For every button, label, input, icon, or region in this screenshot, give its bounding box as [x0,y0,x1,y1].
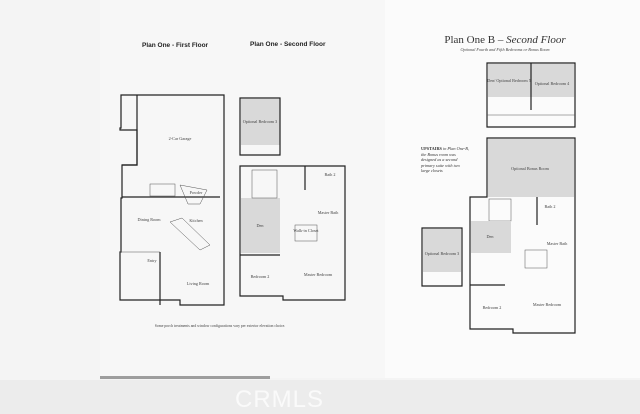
room-label: Bath 2 [324,172,335,177]
title-main: Plan One B – [444,34,507,46]
plan-one-b-title: Plan One B – Second Floor [440,34,570,46]
second-floor-title: Plan One - Second Floor [250,41,326,48]
room-label: Den/ Optional Bedroom 5 [487,78,531,83]
room-label: Bath 2 [544,204,555,209]
second-floor-plan: Optional Bedroom 3 Bath 2 Den Master Bat… [239,97,346,301]
left-page [100,0,385,378]
upstairs-heading: UPSTAIRS [421,146,442,151]
first-floor-title: Plan One - First Floor [142,42,209,49]
first-floor-plan: 2-Car Garage Powder Dining Room Kitchen … [119,94,225,306]
room-label: Dining Room [138,217,162,222]
room-label: Optional Bedroom 4 [535,81,570,86]
upstairs-note: UPSTAIRS in Plan One-B, the Bonus room w… [421,146,469,174]
room-label: Living Room [187,281,210,286]
room-label: Walk-in Closet [293,228,319,233]
title-italic: Second Floor [506,34,566,46]
footnote: Some porch treatments and window configu… [154,324,286,328]
page-shadow [100,376,270,379]
room-label: Kitchen [189,218,203,223]
room-label: Master Bedroom [304,272,333,277]
plan-one-b-plan: Den/ Optional Bedroom 5 Optional Bedroom… [421,62,576,334]
room-label: Master Bath [318,210,339,215]
bottom-band [0,380,640,414]
room-label: Bedroom 2 [483,305,502,310]
room-label: Powder [190,190,203,195]
room-label: Optional Bonus Room [511,166,549,171]
room-label: Entry [147,258,157,263]
room-label: Den [257,223,265,228]
room-label: Optional Bedroom 3 [243,119,277,124]
room-label: Optional Bedroom 3 [425,251,459,256]
room-label: 2-Car Garage [169,136,192,141]
room-label: Master Bath [547,241,568,246]
upstairs-text: in Plan One-B, the Bonus room was design… [421,146,469,173]
room-label: Bedroom 2 [251,274,270,279]
room-label: Den [487,234,495,239]
room-label: Master Bedroom [533,302,562,307]
watermark: CRMLS [235,386,325,413]
plan-one-b-subtitle: Optional Fourth and Fifth Bedrooms or Bo… [460,47,550,52]
